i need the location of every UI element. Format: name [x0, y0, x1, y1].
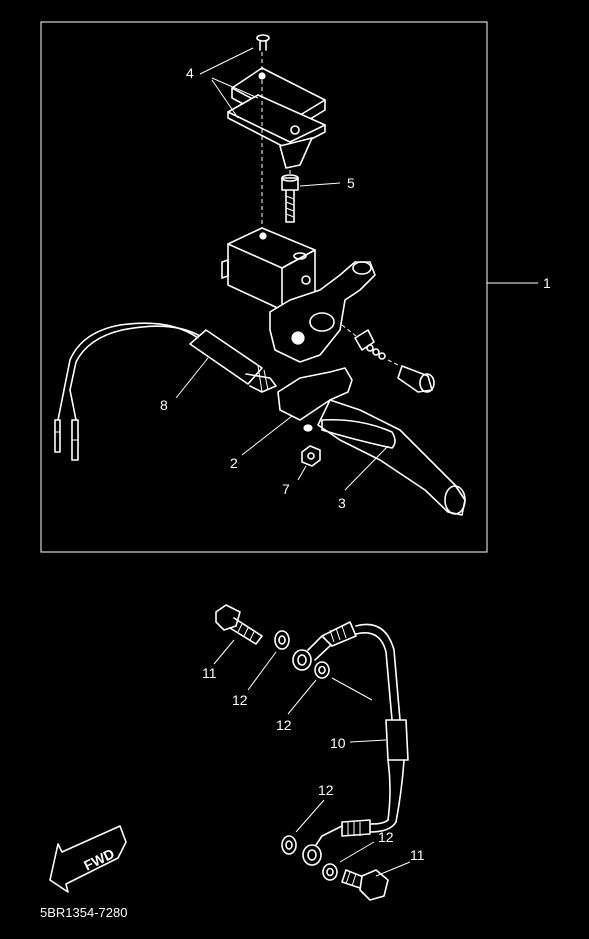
drawing-code: 5BR1354-7280	[40, 905, 128, 920]
callout-11-lower: 11	[410, 847, 425, 863]
assembly-frame	[40, 21, 488, 553]
callout-3: 3	[338, 495, 346, 511]
cap-screw	[256, 34, 270, 51]
washer-4	[322, 863, 338, 881]
callout-8: 8	[160, 397, 168, 413]
switch-wire	[54, 322, 277, 461]
bolt-5	[281, 174, 299, 223]
banjo-fitting-upper	[292, 621, 401, 721]
brake-lever	[277, 367, 466, 516]
callout-1: 1	[543, 275, 551, 291]
reservoir-cap	[227, 67, 326, 169]
fwd-arrow-icon: FWD	[49, 825, 127, 893]
nut-7	[301, 445, 321, 467]
washer-2	[314, 661, 330, 679]
brake-switch	[341, 324, 435, 393]
callout-10: 10	[330, 735, 346, 751]
brake-hose	[369, 719, 409, 833]
master-cylinder	[221, 227, 376, 363]
callout-12-a: 12	[232, 692, 248, 708]
washer-1	[274, 630, 290, 650]
lower-leader-lines	[213, 639, 411, 877]
banjo-fitting-lower	[302, 819, 371, 866]
union-bolt-lower	[341, 869, 389, 901]
union-bolt-upper	[215, 604, 263, 645]
washer-3	[281, 835, 297, 855]
callout-4: 4	[186, 65, 194, 81]
callout-2: 2	[230, 455, 238, 471]
callout-12-d: 12	[378, 829, 394, 845]
callout-12-c: 12	[318, 782, 334, 798]
callout-5: 5	[347, 175, 355, 191]
callout-12-b: 12	[276, 717, 292, 733]
leader-lines	[175, 47, 538, 491]
callout-11-upper: 11	[202, 665, 217, 681]
callout-7: 7	[282, 481, 290, 497]
